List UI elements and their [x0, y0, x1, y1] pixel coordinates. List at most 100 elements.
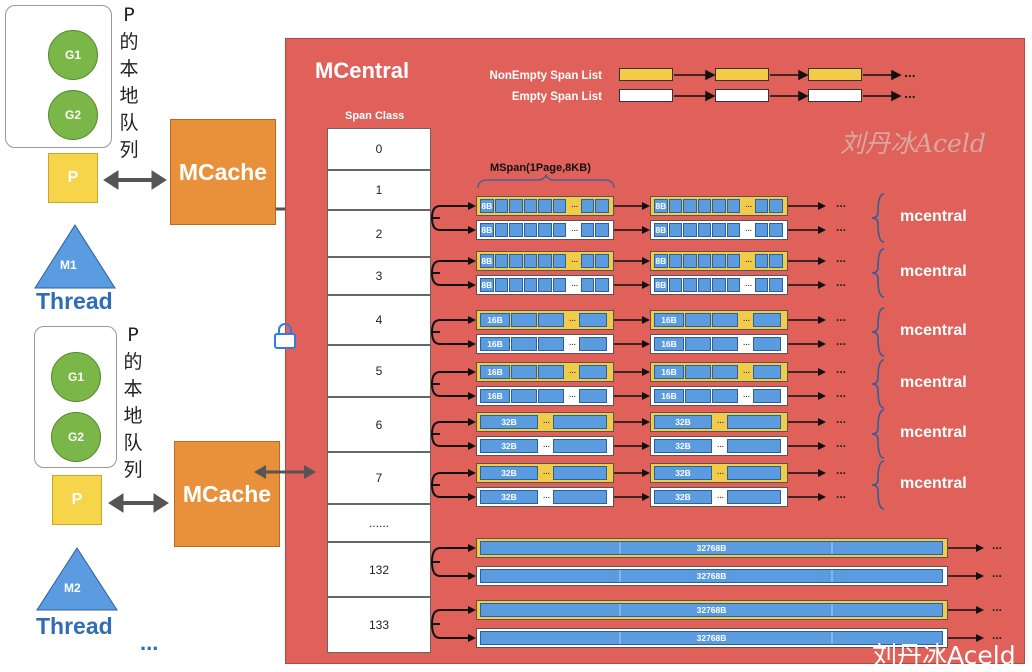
- span-object-block: [523, 278, 538, 292]
- empty-mspan: 16B···: [650, 386, 788, 406]
- span-object-block: 32B: [480, 439, 538, 453]
- span-object-block: [683, 278, 697, 292]
- span-object-block: [509, 254, 523, 268]
- empty-mspan: 16B···: [476, 334, 614, 354]
- span-object-block: [595, 199, 609, 213]
- span-class-value: 6: [375, 417, 383, 432]
- span-object-block: 8B: [654, 199, 668, 213]
- span-object-block: [685, 365, 711, 379]
- span-class-value: 1: [375, 183, 383, 197]
- span-gap-dots: ···: [570, 255, 579, 267]
- span-object-block: [538, 254, 552, 268]
- span-class-cell: ......: [327, 504, 431, 542]
- nonempty-mspan: 16B···: [650, 362, 788, 382]
- legend-empty-box: [715, 89, 769, 102]
- chain-ellipsis: ...: [836, 436, 847, 450]
- span-object-block: [712, 337, 738, 351]
- span-gap-dots: ···: [742, 390, 751, 402]
- nonempty-mspan: 32768B: [476, 538, 948, 558]
- legend-empty-box: [808, 89, 862, 102]
- span-object-block: [754, 199, 769, 213]
- legend-arrows: [674, 69, 902, 102]
- chain-ellipsis: ...: [992, 538, 1003, 552]
- span-object-block: 16B: [654, 337, 684, 351]
- span-class-value: 5: [375, 364, 383, 378]
- span-object-block: [552, 199, 567, 213]
- span-object-block: [712, 223, 726, 237]
- double-arrow-icon: [254, 465, 316, 479]
- span-object-block: [697, 254, 712, 268]
- goroutine-g2: G2: [48, 90, 98, 140]
- span-object-block: [595, 254, 609, 268]
- span-gap-dots: ···: [744, 279, 753, 291]
- g1-label: G1: [64, 48, 81, 62]
- chain-ellipsis: ...: [836, 275, 847, 289]
- span-gap-dots: ···: [542, 491, 551, 503]
- mcache-label: MCache: [182, 480, 272, 507]
- span-class-value: 2: [375, 226, 383, 241]
- span-object-block: [685, 313, 711, 327]
- span-object-block: 8B: [480, 199, 494, 213]
- span-class-value: 3: [375, 269, 383, 283]
- span-object-block: [511, 313, 537, 327]
- span-object-block: [579, 313, 607, 327]
- span-object-block: [754, 223, 769, 237]
- span-object-block: [685, 337, 711, 351]
- span-object-block: [595, 278, 609, 292]
- m2-label: M2: [64, 581, 81, 595]
- span-gap-dots: ···: [742, 314, 751, 326]
- span-object-block: [538, 313, 564, 327]
- span-object-block: [511, 337, 537, 351]
- span-object-block: [553, 415, 607, 429]
- nonempty-mspan: 8B···: [650, 196, 788, 216]
- span-object-block: [754, 254, 769, 268]
- span-object-block: 32768B: [480, 631, 943, 645]
- span-object-block: [523, 254, 538, 268]
- span-object-block: [668, 199, 683, 213]
- nonempty-mspan: 32B···: [476, 412, 614, 432]
- span-gap-dots: ···: [742, 366, 751, 378]
- span-object-block: [579, 365, 607, 379]
- span-object-block: [553, 466, 607, 480]
- nonempty-mspan: 16B···: [476, 362, 614, 382]
- span-object-block: [580, 199, 595, 213]
- chain-ellipsis: ...: [836, 310, 847, 324]
- nonempty-legend-label: NonEmpty Span List: [489, 70, 602, 82]
- span-object-block: [511, 389, 537, 403]
- span-object-block: [538, 278, 552, 292]
- span-object-block: 32B: [654, 490, 712, 504]
- mcentral-label: mcentral: [900, 263, 967, 280]
- span-object-block: [727, 466, 781, 480]
- span-class-cell: 133: [327, 597, 431, 653]
- mcentral-label: mcentral: [900, 208, 967, 225]
- p-label: P: [71, 491, 83, 508]
- span-gap-dots: ···: [568, 314, 577, 326]
- span-object-block: [712, 313, 738, 327]
- processor-p: P: [52, 475, 102, 525]
- span-object-block: [683, 254, 697, 268]
- span-object-block: [580, 223, 595, 237]
- span-object-block: [712, 389, 738, 403]
- empty-mspan: 16B···: [650, 334, 788, 354]
- goroutine-g2: G2: [51, 412, 101, 462]
- span-object-block: 16B: [480, 389, 510, 403]
- chain-ellipsis: ...: [836, 487, 847, 501]
- curly-brace-icon: [477, 174, 615, 189]
- span-object-block: [685, 389, 711, 403]
- span-object-block: [552, 254, 567, 268]
- span-object-block: 32768B: [480, 569, 943, 583]
- span-object-block: [726, 223, 741, 237]
- span-object-block: [712, 278, 726, 292]
- span-object-block: [509, 278, 523, 292]
- empty-legend-label: Empty Span List: [511, 91, 602, 103]
- nonempty-mspan: 32B···: [476, 463, 614, 483]
- span-object-block: [509, 223, 523, 237]
- legend-nonempty-box: [715, 68, 769, 81]
- span-object-block: 32768B: [480, 603, 943, 617]
- span-object-block: 32B: [480, 490, 538, 504]
- nonempty-mspan: 16B···: [650, 310, 788, 330]
- span-gap-dots: ···: [568, 366, 577, 378]
- empty-mspan: 32B···: [650, 487, 788, 507]
- span-object-block: 8B: [654, 278, 668, 292]
